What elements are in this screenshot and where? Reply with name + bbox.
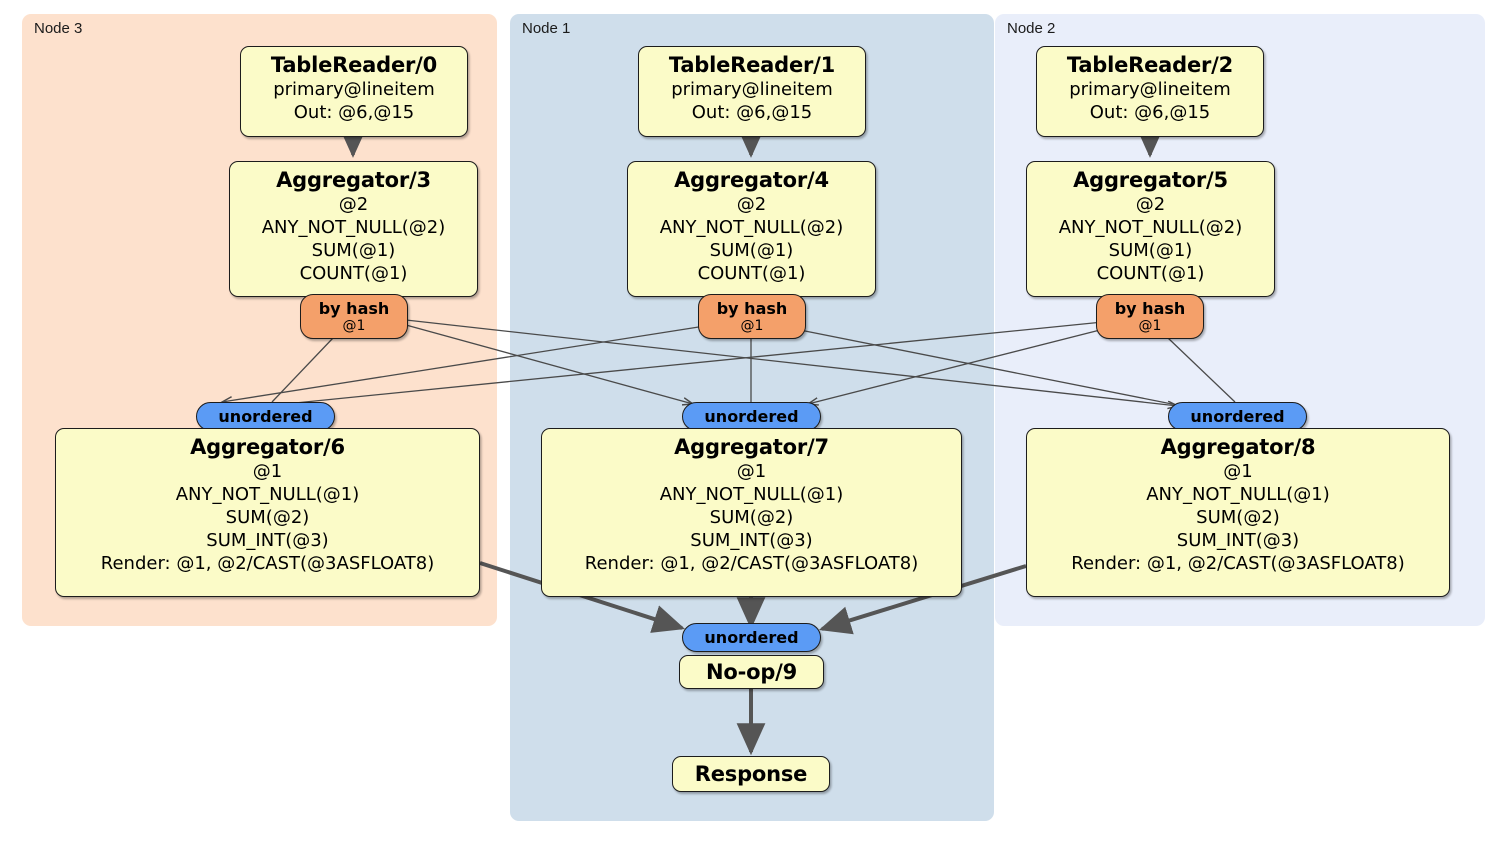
box-title: TableReader/2 — [1066, 53, 1234, 77]
box-line: @2 — [338, 194, 369, 215]
router-sublabel: @1 — [342, 317, 366, 334]
synchronizer-label: unordered — [704, 627, 799, 647]
synchronizer-unordered-final[interactable]: unordered — [682, 623, 821, 652]
box-line: SUM(@2) — [225, 507, 310, 528]
box-line: @2 — [736, 194, 767, 215]
box-line: Out: @6,@15 — [293, 102, 415, 123]
box-tablereader-2[interactable]: TableReader/2 primary@lineitem Out: @6,@… — [1036, 46, 1264, 137]
synchronizer-label: unordered — [1190, 406, 1285, 426]
box-line: SUM(@1) — [1108, 240, 1193, 261]
box-line: ANY_NOT_NULL(@1) — [175, 484, 360, 505]
box-line: primary@lineitem — [671, 79, 833, 100]
box-response[interactable]: Response — [672, 756, 830, 792]
router-by-hash-4[interactable]: by hash @1 — [698, 294, 806, 339]
box-line: COUNT(@1) — [1096, 263, 1205, 284]
box-line: ANY_NOT_NULL(@2) — [659, 217, 844, 238]
box-title: No-op/9 — [705, 660, 798, 684]
box-line: Render: @1, @2/CAST(@3ASFLOAT8) — [584, 553, 919, 574]
panel-node-3-label: Node 3 — [34, 20, 83, 37]
box-title: Aggregator/4 — [674, 168, 829, 192]
box-line: ANY_NOT_NULL(@2) — [261, 217, 446, 238]
box-line: ANY_NOT_NULL(@1) — [659, 484, 844, 505]
box-line: Render: @1, @2/CAST(@3ASFLOAT8) — [1071, 553, 1405, 574]
router-sublabel: @1 — [1138, 317, 1162, 334]
synchronizer-unordered-left[interactable]: unordered — [196, 402, 335, 431]
box-line: Out: @6,@15 — [691, 102, 813, 123]
panel-node-1-label: Node 1 — [522, 20, 571, 37]
panel-node-2-label: Node 2 — [1007, 20, 1056, 37]
box-line: SUM(@2) — [1196, 507, 1280, 528]
box-title: Aggregator/5 — [1073, 168, 1228, 192]
box-line: @1 — [736, 461, 767, 482]
box-line: primary@lineitem — [1069, 79, 1231, 100]
box-line: @2 — [1135, 194, 1166, 215]
box-line: SUM_INT(@3) — [1176, 530, 1300, 551]
synchronizer-unordered-right[interactable]: unordered — [1168, 402, 1307, 431]
box-line: SUM_INT(@3) — [206, 530, 329, 551]
box-tablereader-1[interactable]: TableReader/1 primary@lineitem Out: @6,@… — [638, 46, 866, 137]
box-line: ANY_NOT_NULL(@1) — [1146, 484, 1330, 505]
box-noop-9[interactable]: No-op/9 — [679, 655, 824, 689]
box-line: SUM_INT(@3) — [690, 530, 813, 551]
router-label: by hash — [1114, 298, 1186, 318]
box-aggregator-7[interactable]: Aggregator/7 @1 ANY_NOT_NULL(@1) SUM(@2)… — [541, 428, 962, 597]
box-title: TableReader/0 — [270, 53, 438, 77]
box-aggregator-4[interactable]: Aggregator/4 @2 ANY_NOT_NULL(@2) SUM(@1)… — [627, 161, 876, 297]
box-line: Render: @1, @2/CAST(@3ASFLOAT8) — [100, 553, 435, 574]
router-sublabel: @1 — [740, 317, 764, 334]
box-line: ANY_NOT_NULL(@2) — [1058, 217, 1243, 238]
router-by-hash-3[interactable]: by hash @1 — [300, 294, 408, 339]
box-title: Aggregator/3 — [276, 168, 431, 192]
box-title: TableReader/1 — [668, 53, 836, 77]
box-title: Aggregator/7 — [674, 435, 829, 459]
box-aggregator-5[interactable]: Aggregator/5 @2 ANY_NOT_NULL(@2) SUM(@1)… — [1026, 161, 1275, 297]
box-line: @1 — [1223, 461, 1253, 482]
box-line: SUM(@1) — [311, 240, 396, 261]
box-line: Out: @6,@15 — [1089, 102, 1211, 123]
box-aggregator-6[interactable]: Aggregator/6 @1 ANY_NOT_NULL(@1) SUM(@2)… — [55, 428, 480, 597]
router-by-hash-5[interactable]: by hash @1 — [1096, 294, 1204, 339]
synchronizer-label: unordered — [218, 406, 313, 426]
box-title: Aggregator/8 — [1160, 435, 1316, 459]
box-line: COUNT(@1) — [299, 263, 408, 284]
box-title: Aggregator/6 — [190, 435, 345, 459]
synchronizer-unordered-mid[interactable]: unordered — [682, 402, 821, 431]
box-line: COUNT(@1) — [697, 263, 806, 284]
box-line: SUM(@1) — [709, 240, 794, 261]
synchronizer-label: unordered — [704, 406, 799, 426]
box-title: Response — [694, 762, 808, 786]
box-aggregator-8[interactable]: Aggregator/8 @1 ANY_NOT_NULL(@1) SUM(@2)… — [1026, 428, 1450, 597]
box-tablereader-0[interactable]: TableReader/0 primary@lineitem Out: @6,@… — [240, 46, 468, 137]
router-label: by hash — [318, 298, 390, 318]
box-aggregator-3[interactable]: Aggregator/3 @2 ANY_NOT_NULL(@2) SUM(@1)… — [229, 161, 478, 297]
router-label: by hash — [716, 298, 788, 318]
box-line: @1 — [252, 461, 283, 482]
box-line: primary@lineitem — [273, 79, 435, 100]
box-line: SUM(@2) — [709, 507, 794, 528]
